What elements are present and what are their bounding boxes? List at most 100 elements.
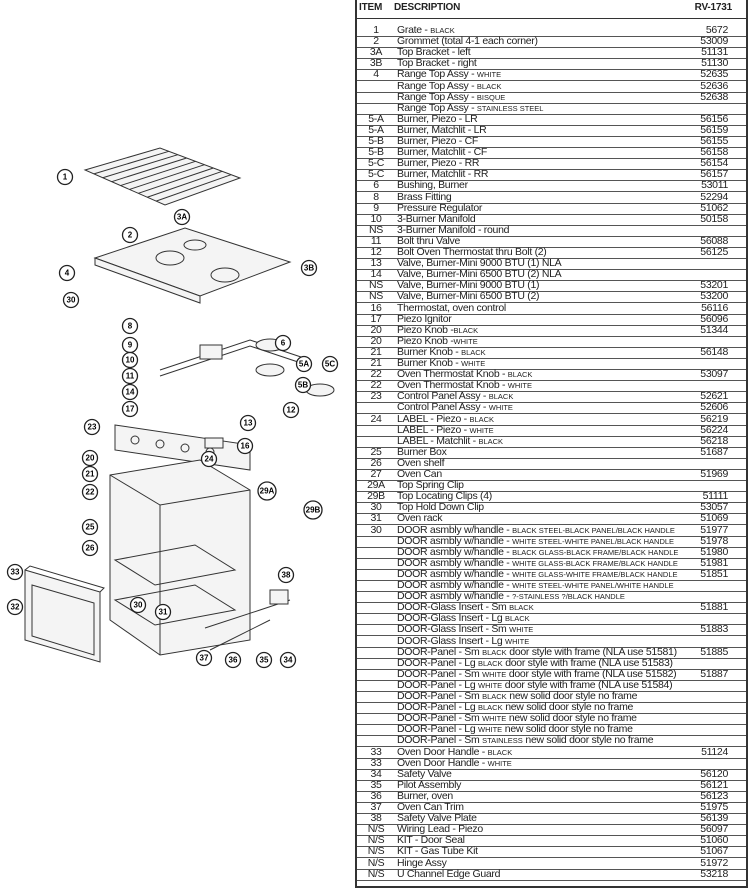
description: Burner, oven: [397, 790, 453, 802]
item-number: 10: [370, 212, 382, 225]
description: DOOR asmbly w/handle - WHITE GLASS-BLACK…: [397, 557, 678, 569]
grate-bar: [111, 157, 187, 183]
description-text: Oven Can: [397, 468, 442, 480]
item-number: 8: [373, 190, 379, 203]
description-text: Valve, Burner-Mini 6500 BTU (2) NLA: [397, 268, 562, 281]
part-number: 51887: [700, 667, 728, 680]
callout-label: 29A: [260, 487, 275, 496]
description: Valve, Burner-Mini 6500 BTU (2): [397, 291, 540, 302]
description-text: Grommet (total 4-1 each corner): [397, 35, 538, 48]
callout-26: 26: [81, 539, 99, 557]
part-number: 53201: [700, 279, 728, 292]
description-text: Burner Box: [397, 445, 447, 458]
callout-label: 33: [11, 568, 20, 577]
item-number: 24: [370, 412, 382, 425]
item-number: 33: [370, 745, 382, 758]
description-text: Burner, Matchlit - LR: [397, 123, 487, 136]
color-note: WHITE: [461, 359, 486, 368]
callout-label: 30: [67, 296, 76, 305]
callout-23: 23: [83, 418, 101, 436]
item-number: 20: [370, 323, 382, 336]
item-number: 30: [370, 501, 382, 514]
callout-31: 31: [154, 603, 172, 621]
description: Hinge Assy: [397, 857, 447, 869]
table-row: DOOR asmbly w/handle - WHITE GLASS-WHITE…: [357, 568, 746, 581]
part-number: 51062: [700, 201, 728, 214]
table-row: DOOR asmbly w/handle - BLACK GLASS-BLACK…: [357, 546, 746, 559]
description: DOOR asmbly w/handle - WHITE GLASS-WHITE…: [397, 568, 678, 580]
part-number: 56224: [700, 423, 728, 436]
description: Oven Thermostat Knob - BLACK: [397, 369, 532, 380]
description: DOOR asmbly w/handle - WHITE STEEL-WHITE…: [397, 535, 674, 547]
header-divider: [357, 18, 746, 19]
callout-33: 33: [6, 563, 24, 581]
callout-6: 6: [274, 334, 292, 352]
part-number: 56155: [700, 135, 728, 147]
description: Top Bracket - right: [397, 58, 477, 69]
part-number: 56148: [700, 345, 728, 358]
part-number: 52638: [700, 90, 728, 103]
item-number: 3A: [369, 46, 383, 59]
callout-24: 24: [200, 450, 218, 468]
item-number: 5-A: [368, 112, 384, 125]
part-number: 51977: [700, 523, 728, 536]
callout-label: 22: [86, 488, 95, 497]
description: DOOR-Panel - Sm WHITE new solid door sty…: [397, 713, 637, 724]
description: Oven Door Handle - WHITE: [397, 757, 512, 769]
part-number: 53097: [700, 368, 728, 381]
description-text: Piezo Knob -: [397, 323, 454, 336]
part-number: 53057: [700, 501, 728, 514]
description: LABEL - Piezo - BLACK: [397, 413, 494, 425]
item-number: 14: [370, 268, 382, 281]
description-tail: new solid door style no frame: [502, 723, 633, 736]
header-model: RV-1731: [694, 2, 733, 13]
description: Top Bracket - left: [397, 47, 471, 58]
color-note: BLACK: [488, 392, 514, 402]
part-number: 56158: [700, 146, 728, 159]
callout-3b: 3B: [300, 259, 318, 277]
callout-1: 1: [56, 168, 74, 186]
description-text: DOOR-Glass Insert - Sm: [397, 601, 510, 614]
description: Piezo Knob -WHITE: [397, 335, 478, 347]
part-number: 56123: [700, 789, 728, 802]
item-number: 13: [370, 257, 382, 270]
header-description: DESCRIPTION: [394, 2, 461, 13]
item-number: 35: [370, 778, 382, 791]
table-row: 22 Oven Thermostat Knob - BLACK 53097: [357, 368, 746, 382]
description: Top Locating Clips (4): [397, 491, 492, 502]
description-text: Oven Can Trim: [397, 801, 464, 813]
description: DOOR-Panel - Sm BLACK door style with fr…: [397, 646, 677, 658]
color-note: WHITE: [453, 336, 478, 346]
part-number: 52606: [700, 401, 728, 414]
callout-38: 38: [277, 566, 295, 584]
callout-4: 4: [58, 264, 76, 282]
item-number: 22: [370, 368, 382, 381]
callout-20: 20: [81, 449, 99, 467]
grate-bar: [120, 160, 196, 187]
part-number: 52294: [700, 190, 728, 203]
callout-36: 36: [224, 651, 242, 669]
description-text: DOOR asmbly w/handle -: [397, 523, 513, 536]
color-note: BLACK: [430, 26, 455, 35]
description: Burner Knob - WHITE: [397, 358, 485, 369]
part-number: 51060: [700, 834, 728, 847]
description: Brass Fitting: [397, 191, 452, 203]
description: Burner, Matchlit - RR: [397, 169, 488, 180]
callout-label: 6: [281, 339, 286, 348]
description: DOOR-Glass Insert - Sm WHITE: [397, 624, 533, 635]
description-text: Grate -: [397, 24, 431, 36]
table-row: Range Top Assy - STAINLESS STEEL: [357, 102, 746, 115]
description-text: Valve, Burner-Mini 9000 BTU (1) NLA: [397, 257, 562, 270]
item-number: 31: [370, 512, 382, 525]
description: Oven shelf: [397, 457, 445, 469]
table-row: 8 Brass Fitting 52294: [357, 190, 746, 204]
item-number: N/S: [367, 845, 385, 858]
